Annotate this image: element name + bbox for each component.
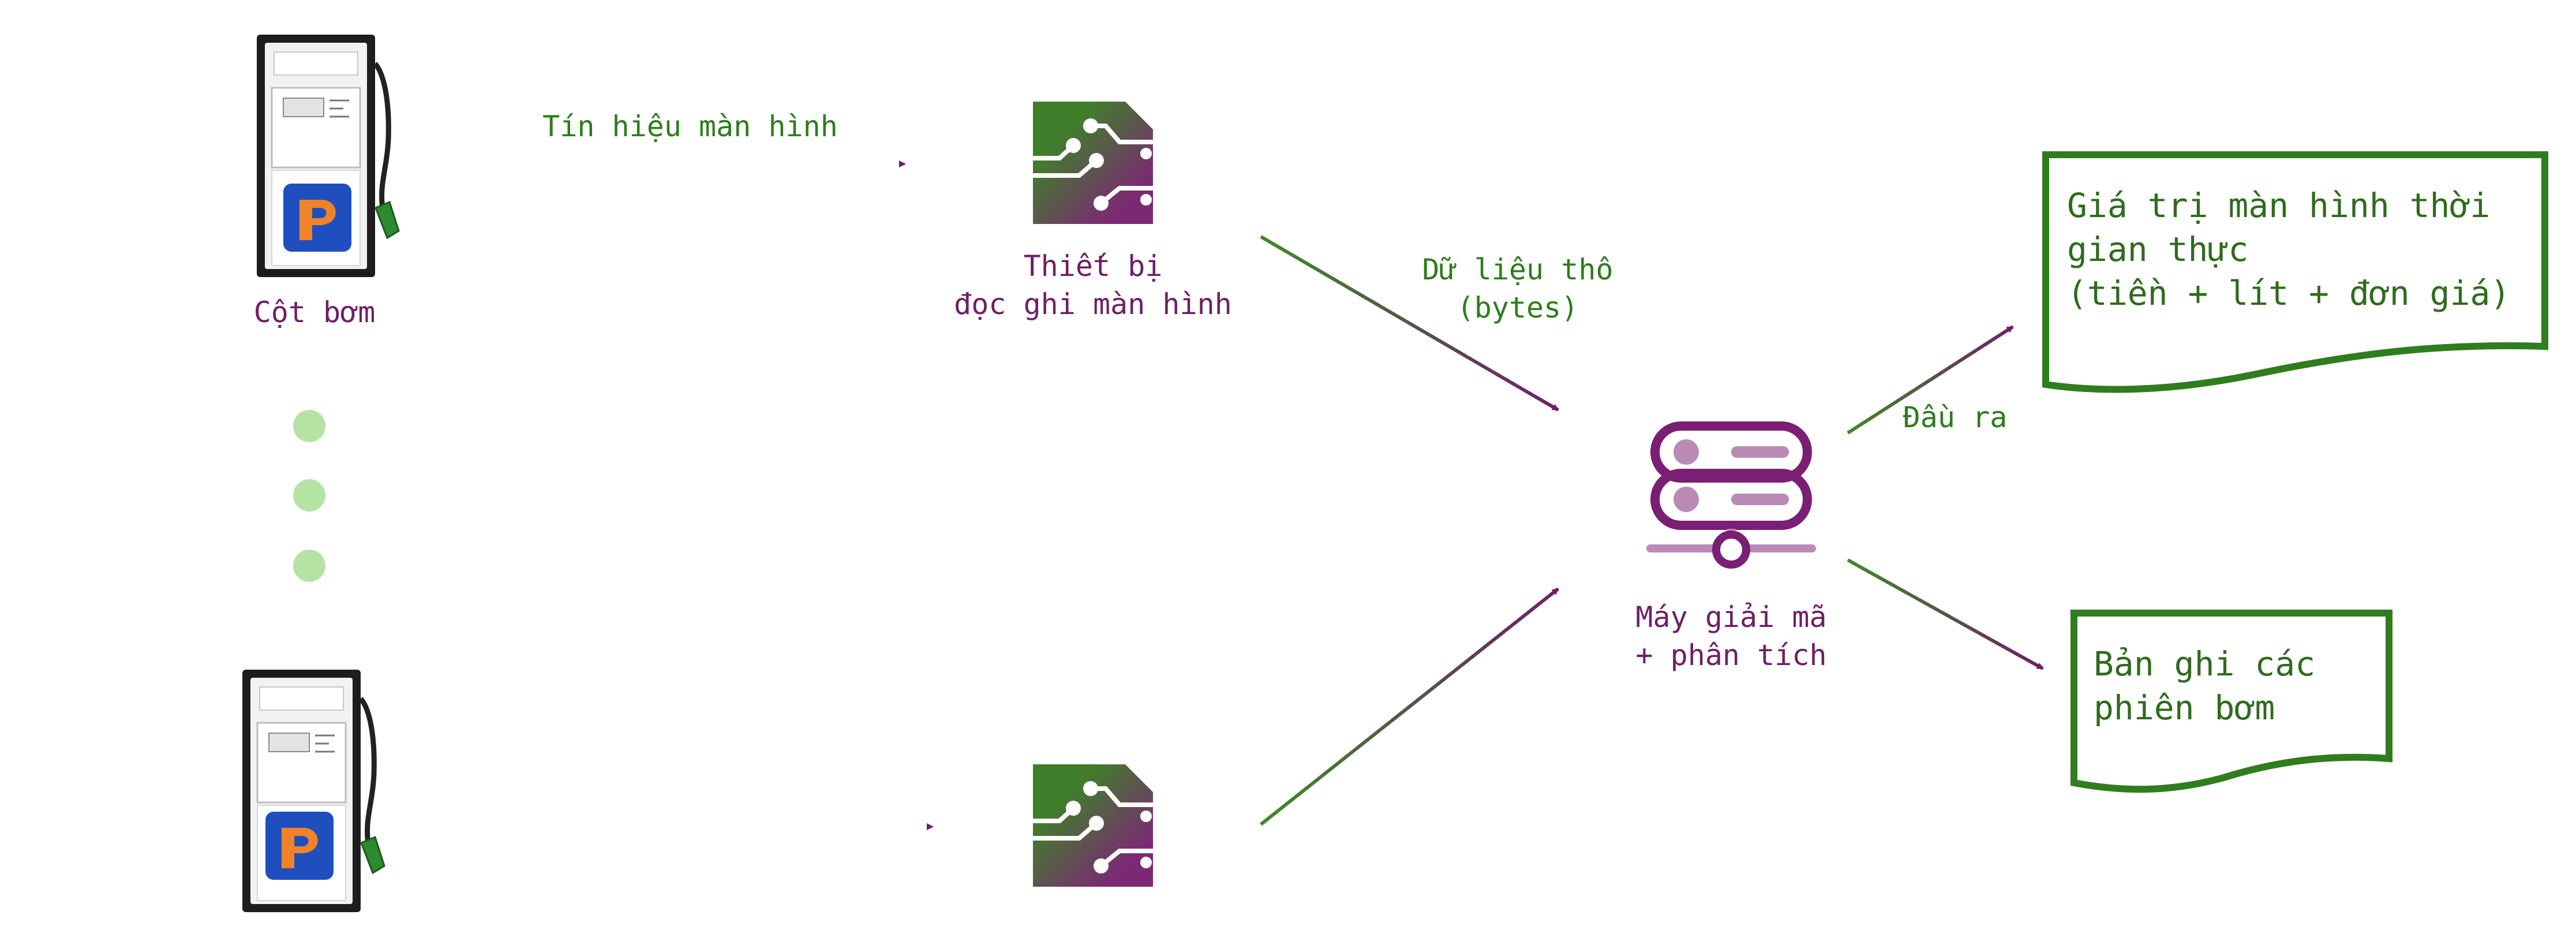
document-icon: [2042, 151, 2548, 393]
decoder-label-line2: + phân tích: [1635, 638, 1826, 672]
raw-data-label-line1: Dữ liệu thô: [1422, 253, 1613, 286]
realtime-doc-line1: Giá trị màn hình thời: [2067, 186, 2490, 225]
circuit-chip-icon: [1031, 102, 1155, 224]
output-arrow-top: [1847, 325, 2014, 435]
realtime-doc-line2: gian thực: [2067, 230, 2248, 269]
fuel-pump-icon: [257, 35, 400, 277]
sessions-doc-line2: phiên bơm: [2094, 688, 2275, 727]
reader-device-label-line1: Thiết bị: [1024, 249, 1163, 283]
fuel-pump-icon: [242, 670, 385, 912]
screen-signal-label: Tín hiệu màn hình: [542, 110, 838, 143]
sessions-doc-line1: Bản ghi các: [2094, 644, 2315, 684]
raw-data-label-line2: (bytes): [1457, 291, 1579, 324]
raw-data-arrow-bottom: [1260, 587, 1559, 826]
ellipsis-dot: [293, 410, 325, 442]
circuit-chip-icon: [1031, 764, 1155, 887]
output-label: Đầu ra: [1903, 401, 2008, 434]
decoder-label-line1: Máy giải mã: [1635, 600, 1826, 634]
ellipsis-dot: [293, 550, 325, 582]
pump-1-label: Cột bơm: [254, 296, 376, 329]
ellipsis-dot: [293, 479, 325, 511]
document-icon: [2070, 610, 2392, 793]
server-network-icon: [1646, 421, 1816, 569]
output-arrow-bottom: [1847, 558, 2044, 670]
realtime-doc-line3: (tiền + lít + đơn giá): [2067, 274, 2510, 313]
reader-device-label-line2: đọc ghi màn hình: [954, 287, 1232, 321]
raw-data-arrow-top: [1260, 235, 1559, 412]
